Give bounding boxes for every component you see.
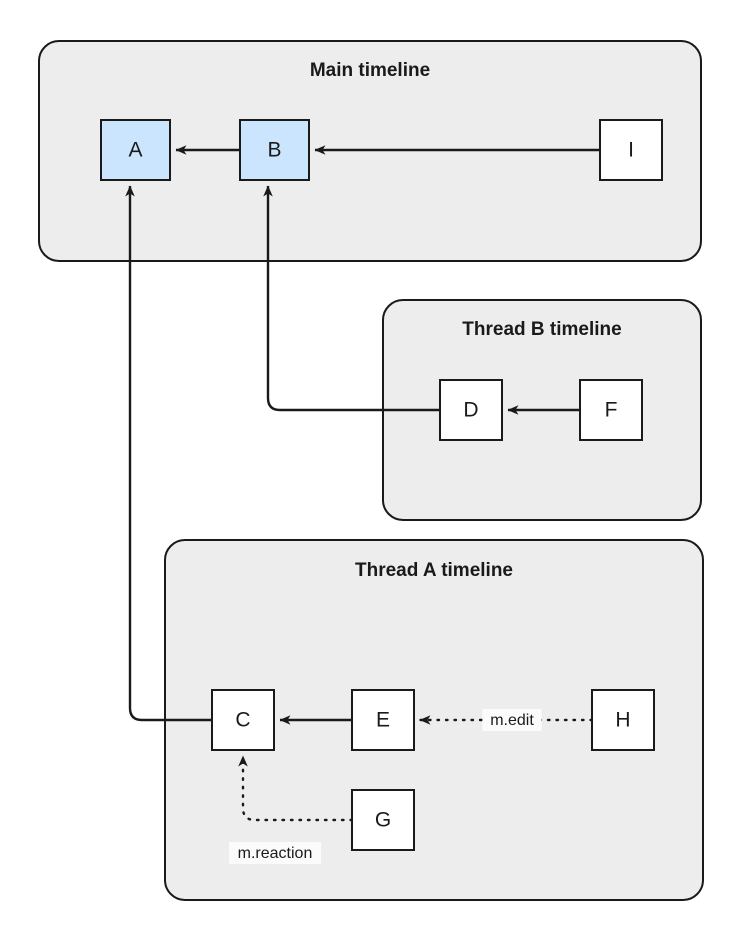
node-label-I: I bbox=[628, 139, 634, 162]
event-node-H[interactable]: H bbox=[591, 689, 655, 751]
node-label-B: B bbox=[267, 139, 281, 162]
edge-D-B[interactable] bbox=[263, 185, 440, 412]
edge-C-A[interactable] bbox=[125, 185, 212, 722]
event-node-D[interactable]: D bbox=[439, 379, 503, 441]
node-box-D bbox=[439, 379, 503, 441]
event-node-C[interactable]: C bbox=[211, 689, 275, 751]
node-box-E bbox=[351, 689, 415, 751]
node-label-A: A bbox=[128, 139, 142, 162]
node-box-G bbox=[351, 789, 415, 851]
event-node-E[interactable]: E bbox=[351, 689, 415, 751]
event-node-F[interactable]: F bbox=[579, 379, 643, 441]
node-label-C: C bbox=[235, 709, 250, 732]
edge-label-bg-G-C bbox=[229, 842, 321, 864]
node-box-F bbox=[579, 379, 643, 441]
event-node-A[interactable]: A bbox=[100, 119, 171, 181]
edge-label-bg-H-E bbox=[482, 709, 542, 731]
event-node-B[interactable]: B bbox=[239, 119, 310, 181]
node-box-A bbox=[100, 119, 171, 181]
edge-label-G-C: m.reaction bbox=[238, 845, 313, 862]
node-label-G: G bbox=[375, 809, 391, 832]
event-node-I[interactable]: I bbox=[599, 119, 663, 181]
event-nodes: A B I D F C E H G bbox=[100, 119, 663, 851]
node-label-E: E bbox=[376, 709, 390, 732]
node-box-I bbox=[599, 119, 663, 181]
edge-label-H-E: m.edit bbox=[490, 712, 534, 729]
group-title-threadB: Thread B timeline bbox=[462, 319, 621, 340]
node-label-H: H bbox=[615, 709, 630, 732]
event-node-G[interactable]: G bbox=[351, 789, 415, 851]
node-box-B bbox=[239, 119, 310, 181]
group-title-threadA: Thread A timeline bbox=[355, 560, 513, 581]
group-title-main: Main timeline bbox=[310, 60, 430, 81]
node-label-D: D bbox=[463, 399, 478, 422]
node-box-C bbox=[211, 689, 275, 751]
edge-labels: m.edit m.reaction bbox=[229, 709, 542, 864]
node-label-F: F bbox=[605, 399, 618, 422]
node-box-H bbox=[591, 689, 655, 751]
